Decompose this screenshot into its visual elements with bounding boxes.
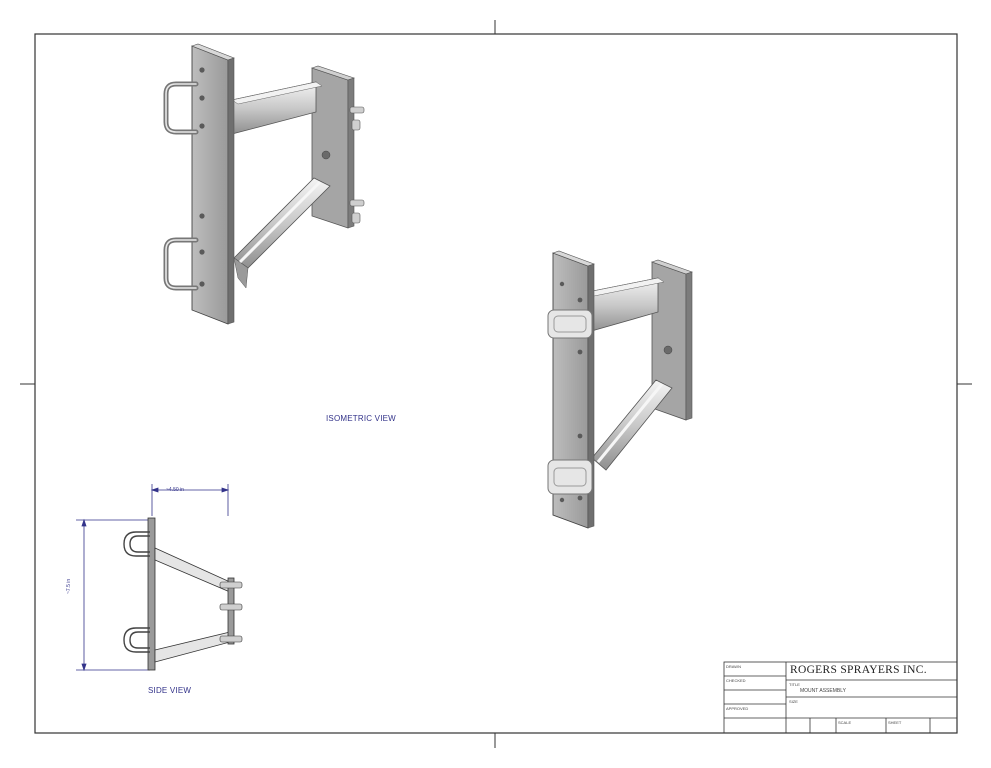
side-view-drawing [76, 484, 243, 672]
approved-caption: APPROVED [726, 706, 749, 711]
isometric-bracket-large [163, 43, 365, 325]
title-caption: TITLE [789, 682, 800, 687]
sheet-caption: SHEET [888, 720, 902, 725]
width-dimension-text: ~4.50 in [166, 487, 184, 493]
scale-caption: SCALE [838, 720, 852, 725]
isometric-view-label: ISOMETRIC VIEW [326, 414, 396, 423]
isometric-bracket-small [547, 250, 693, 529]
side-view-label: SIDE VIEW [148, 686, 192, 695]
drawing-title: MOUNT ASSEMBLY [800, 688, 846, 694]
title-block [723, 661, 958, 734]
company-name: ROGERS SPRAYERS INC. [790, 664, 927, 676]
checked-caption: CHECKED [726, 678, 746, 683]
sheet-border [20, 20, 972, 748]
size-caption: SIZE [789, 699, 798, 704]
height-dimension-text: ~7.5 in [66, 578, 72, 594]
drawn-caption: DRAWN [726, 664, 741, 669]
